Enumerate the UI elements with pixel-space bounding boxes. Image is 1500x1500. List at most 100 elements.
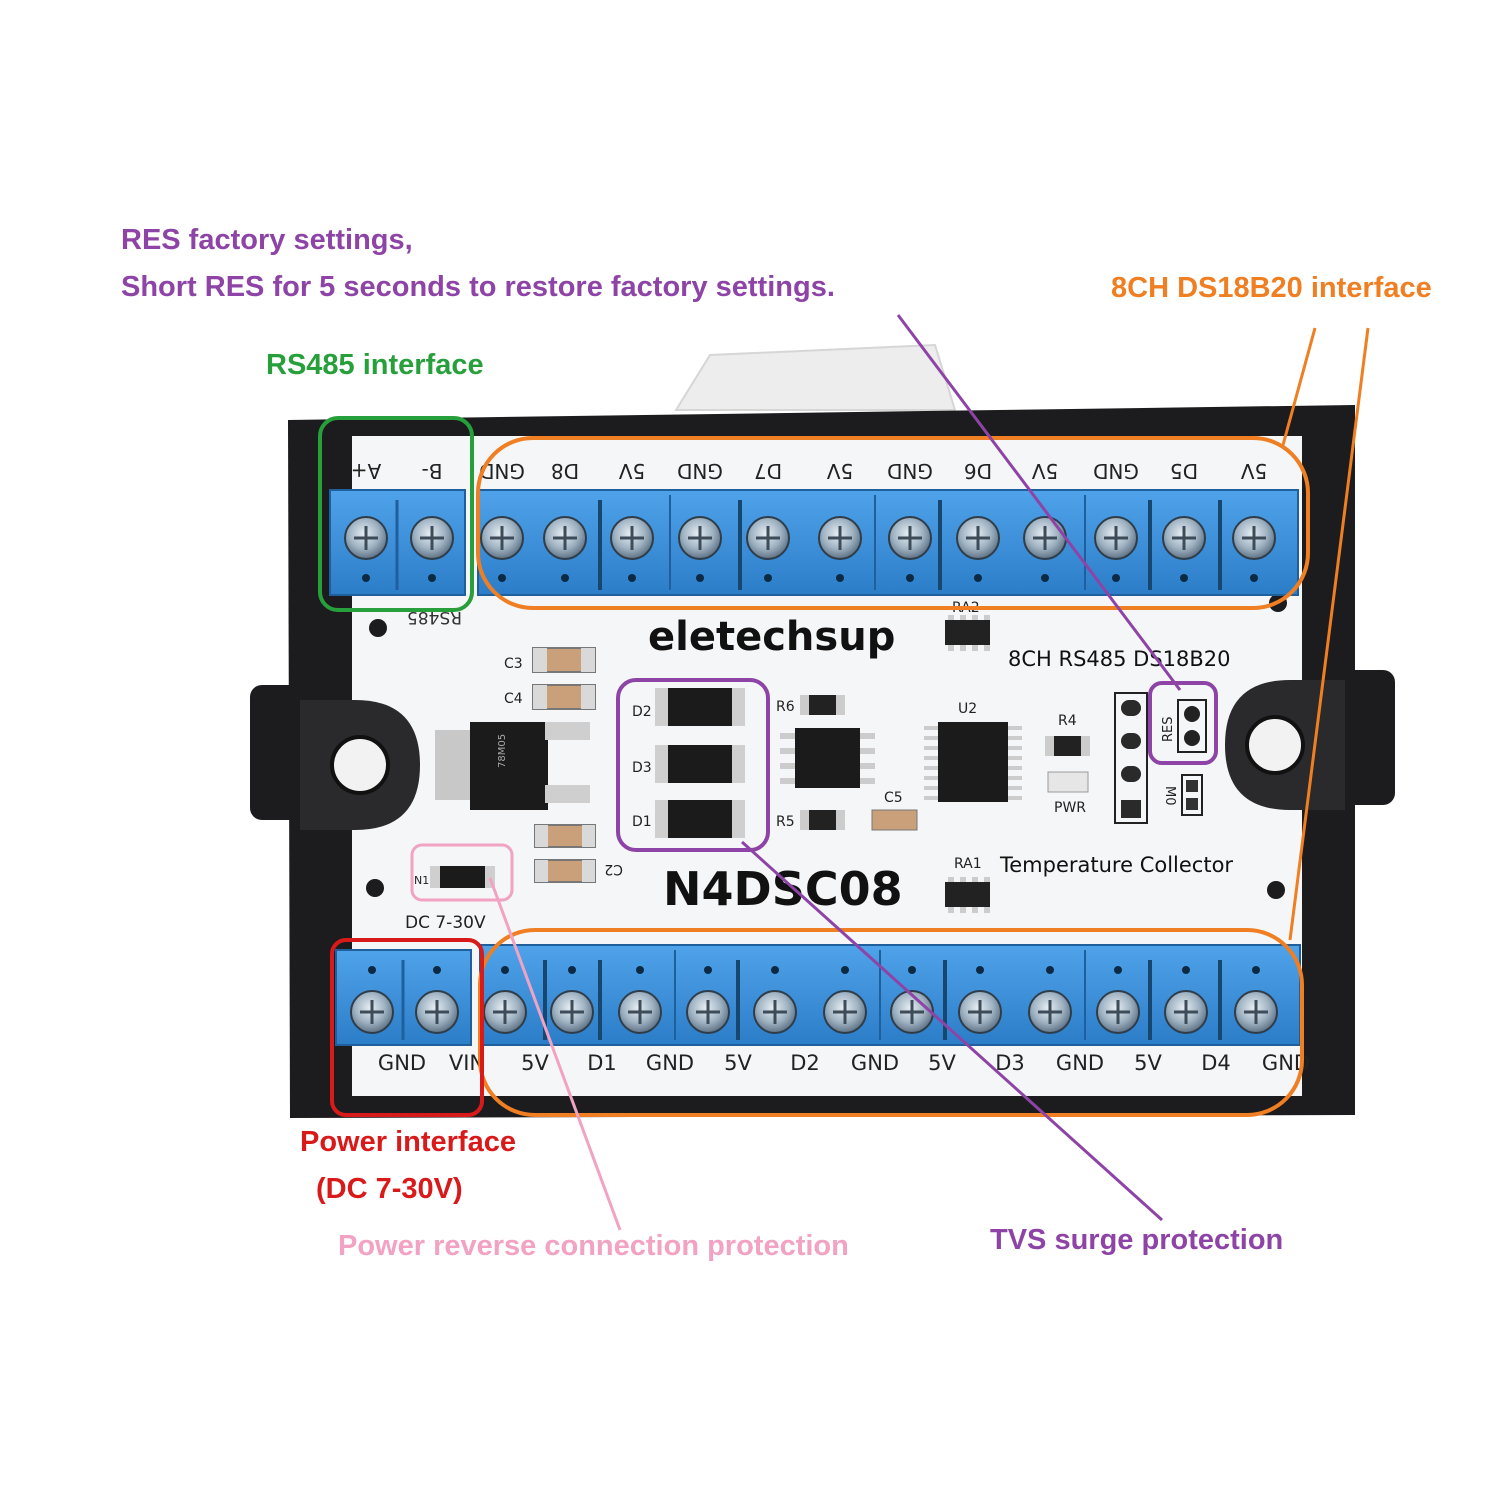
- wire-entry-hole: [771, 966, 779, 974]
- capacitor-c5: C5: [871, 790, 918, 831]
- wire-entry-hole: [1182, 966, 1190, 974]
- wire-entry-hole: [1252, 966, 1260, 974]
- mounting-hole-right: [1225, 680, 1345, 810]
- svg-text:78M05: 78M05: [497, 734, 508, 768]
- m0-jumper: M0: [1162, 774, 1203, 816]
- wire-entry-hole: [362, 574, 370, 582]
- power-annotation-line2: (DC 7-30V): [316, 1173, 463, 1205]
- pwr-led: PWR: [1047, 771, 1089, 816]
- ds18b20-leader-bottom: [1288, 327, 1370, 941]
- tvs-annotation: TVS surge protection: [990, 1224, 1284, 1256]
- svg-text:C2: C2: [604, 861, 623, 877]
- wire-entry-hole: [433, 966, 441, 974]
- wire-entry-hole: [908, 966, 916, 974]
- wire-entry-hole: [976, 966, 984, 974]
- wire-entry-hole: [428, 574, 436, 582]
- rs485-highlight: [318, 416, 474, 612]
- bottom-pin-label: 5V: [1134, 1051, 1162, 1075]
- wire-entry-hole: [368, 966, 376, 974]
- brand-label: eletechsup: [648, 614, 895, 660]
- svg-text:N1: N1: [414, 874, 429, 887]
- reverse-protection-annotation: Power reverse connection protection: [338, 1230, 849, 1262]
- top-pin-label: D5: [1170, 459, 1198, 483]
- bottom-terminal-block: [335, 944, 1301, 1046]
- bottom-pin-label: 5V: [521, 1051, 549, 1075]
- wire-entry-hole: [568, 966, 576, 974]
- svg-text:R4: R4: [1058, 713, 1077, 729]
- res-annotation-line2: Short RES for 5 seconds to restore facto…: [121, 271, 835, 303]
- programming-pads: [1114, 692, 1148, 824]
- bottom-pin-label: D1: [587, 1051, 617, 1075]
- res-jumper[interactable]: RES: [1161, 699, 1207, 753]
- wire-entry-hole: [1114, 966, 1122, 974]
- wire-entry-hole: [764, 574, 772, 582]
- tvs-leader-line: [740, 840, 1164, 1222]
- svg-text:U2: U2: [958, 701, 977, 717]
- res-annotation-line1: RES factory settings,: [121, 224, 413, 256]
- capacitor-c2: C2: [534, 859, 623, 883]
- top-pin-label: 5V: [618, 459, 645, 483]
- bottom-pin-label: GND: [1056, 1051, 1104, 1075]
- svg-text:C5: C5: [884, 790, 903, 806]
- top-ds18b20-highlight: [476, 436, 1310, 610]
- power-highlight: [330, 938, 484, 1117]
- wire-entry-hole: [1180, 574, 1188, 582]
- svg-text:PWR: PWR: [1054, 800, 1086, 816]
- ds18b20-leader-top: [1281, 327, 1317, 446]
- top-pin-label: D8: [551, 459, 579, 483]
- bottom-pin-label: D2: [790, 1051, 820, 1075]
- description-label: Temperature Collector: [999, 853, 1233, 877]
- rs485-transceiver-chip: [780, 728, 875, 788]
- top-pin-label: 5V: [1031, 459, 1058, 483]
- wire-entry-hole: [628, 574, 636, 582]
- bottom-pin-label: 5V: [724, 1051, 752, 1075]
- power-spec-silk: DC 7-30V: [405, 913, 486, 933]
- bottom-pin-label: D3: [995, 1051, 1025, 1075]
- res-leader-line: [896, 314, 1182, 691]
- svg-text:D2: D2: [632, 704, 652, 720]
- bottom-pin-label: 5V: [928, 1051, 956, 1075]
- wire-entry-hole: [1250, 574, 1258, 582]
- mcu-u2: U2: [924, 701, 1022, 802]
- top-pin-label: D7: [754, 459, 782, 483]
- capacitor-c1: [534, 824, 596, 848]
- top-pin-label: GND: [1093, 459, 1139, 483]
- top-pin-label: A+: [351, 459, 381, 483]
- bottom-pin-label: GND: [378, 1051, 426, 1075]
- wire-entry-hole: [906, 574, 914, 582]
- reverse-leader-line: [488, 877, 622, 1231]
- capacitor-c3: C3: [504, 647, 596, 673]
- wire-entry-hole: [636, 966, 644, 974]
- power-annotation-line1: Power interface: [300, 1126, 516, 1158]
- tvs-diode-d3: D3: [632, 745, 745, 783]
- res-highlight: [1148, 681, 1218, 765]
- wire-entry-hole: [704, 966, 712, 974]
- wire-entry-hole: [1112, 574, 1120, 582]
- bottom-pin-label: D4: [1201, 1051, 1231, 1075]
- wire-entry-hole: [836, 574, 844, 582]
- top-pin-label: 5V: [1240, 459, 1267, 483]
- wire-entry-hole: [561, 574, 569, 582]
- top-pin-label: GND: [887, 459, 933, 483]
- reverse-protection-highlight: [410, 843, 514, 902]
- tvs-diode-d1: D1: [632, 800, 745, 838]
- reverse-protection-diode: N1: [414, 866, 495, 888]
- top-pin-label: GND: [677, 459, 723, 483]
- voltage-regulator: 78M05: [435, 722, 590, 810]
- svg-text:M0: M0: [1162, 786, 1177, 806]
- svg-text:D3: D3: [632, 760, 652, 776]
- ds18b20-annotation: 8CH DS18B20 interface: [1111, 272, 1432, 304]
- svg-text:R6: R6: [776, 699, 795, 715]
- top-pin-label: 5V: [826, 459, 853, 483]
- tvs-highlight: [616, 678, 770, 852]
- wire-entry-hole: [1041, 574, 1049, 582]
- resistor-r4: R4: [1045, 713, 1090, 756]
- rs485-annotation: RS485 interface: [266, 349, 484, 381]
- din-clip: [674, 343, 957, 411]
- resistor-array-ra1: RA1: [945, 856, 990, 913]
- svg-text:C3: C3: [504, 656, 523, 672]
- resistor-r6: R6: [776, 695, 845, 715]
- svg-text:D1: D1: [632, 814, 652, 830]
- svg-text:RA1: RA1: [954, 856, 982, 872]
- wire-entry-hole: [501, 966, 509, 974]
